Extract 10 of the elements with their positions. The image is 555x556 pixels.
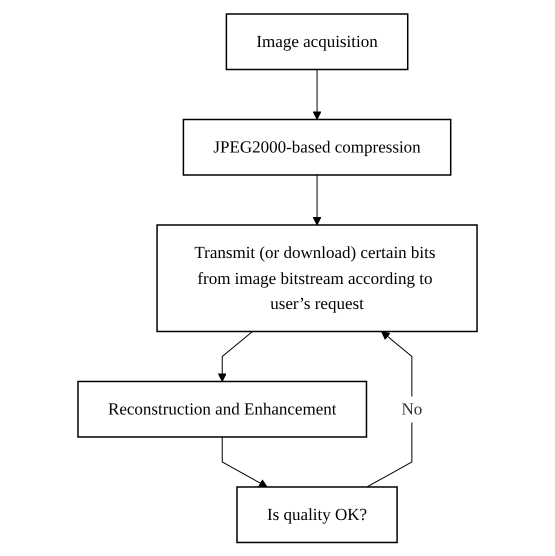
node-box: JPEG2000-based compression: [182, 118, 452, 176]
arrow: [218, 330, 253, 382]
arrow: [312, 174, 322, 226]
node-box: Image acquisition: [226, 13, 408, 70]
edge-label: No: [401, 399, 422, 418]
node-box: Is quality OK?: [236, 486, 398, 543]
arrow: [312, 68, 322, 120]
node-box: Reconstruction and Enhancement: [77, 380, 368, 438]
arrow: [222, 436, 268, 488]
node-box: Transmit (or download) certain bits from image bitstream according to user’s request: [156, 224, 478, 332]
